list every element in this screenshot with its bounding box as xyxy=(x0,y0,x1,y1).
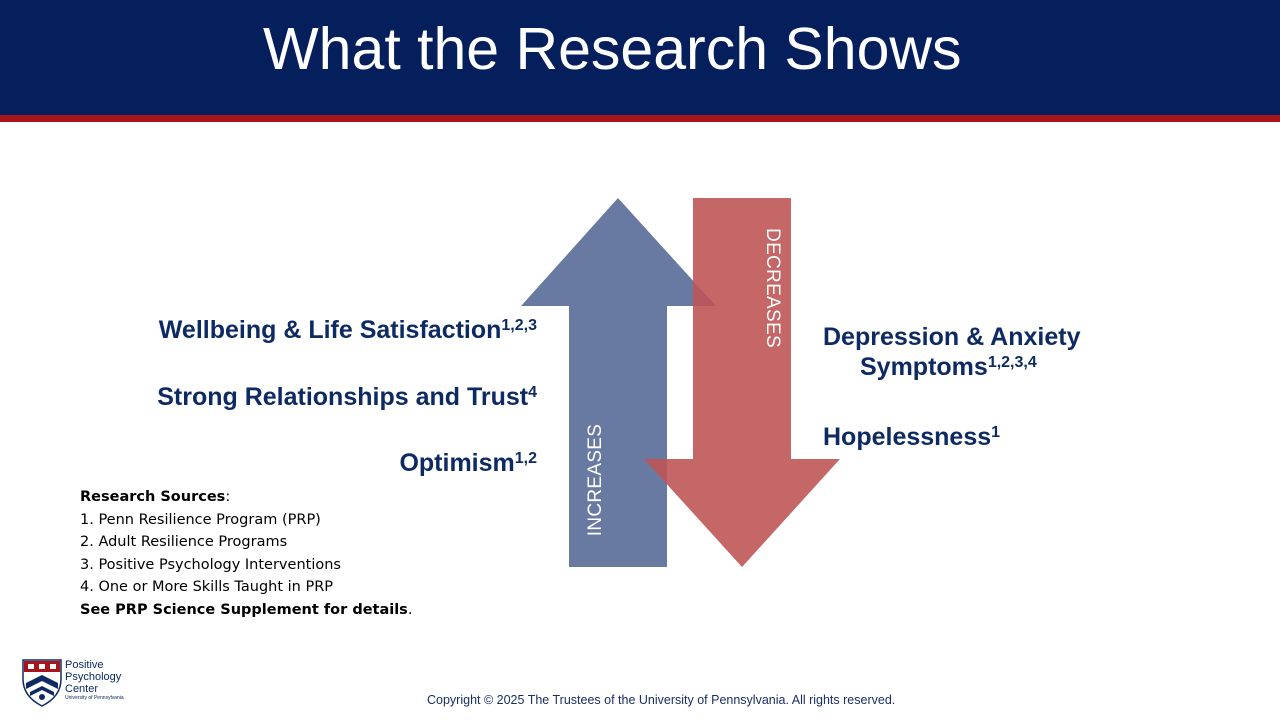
increase-item-optimism: Optimism1,2 xyxy=(399,449,537,477)
sources-heading: Research Sources xyxy=(80,489,226,505)
slide-title: What the Research Shows xyxy=(263,16,962,82)
research-sources: Research Sources: 1. Penn Resilience Pro… xyxy=(80,489,413,618)
sources-note: See PRP Science Supplement for details xyxy=(80,601,408,618)
source-item: 1. Penn Resilience Program (PRP) xyxy=(80,511,321,528)
increase-item-wellbeing: Wellbeing & Life Satisfaction1,2,3 xyxy=(158,316,537,344)
increases-label: INCREASES xyxy=(585,423,606,537)
decreases-arrow xyxy=(644,198,840,567)
decrease-item-depression: Depression & Anxiety Symptoms1,2,3,4 xyxy=(823,323,1081,381)
increases-arrow xyxy=(521,198,716,567)
source-item: 2. Adult Resilience Programs xyxy=(80,534,288,550)
decreases-label: DECREASES xyxy=(762,228,783,348)
source-item: 3. Positive Psychology Interventions xyxy=(80,556,341,573)
increase-item-relationships: Strong Relationships and Trust4 xyxy=(157,383,537,411)
logo-line: Psychology xyxy=(65,671,122,683)
logo-line: Center xyxy=(65,683,99,695)
header-stripe xyxy=(0,115,1280,122)
header-bar xyxy=(0,0,1280,115)
copyright-notice: Copyright © 2025 The Trustees of the Uni… xyxy=(427,693,896,707)
source-item: 4. One or More Skills Taught in PRP xyxy=(80,579,334,595)
positive-psychology-center-logo: Positive Psychology Center University of… xyxy=(22,659,142,707)
penn-shield-icon xyxy=(22,659,62,707)
decrease-item-hopelessness: Hopelessness1 xyxy=(823,423,1001,451)
logo-subtitle: University of Pennsylvania xyxy=(65,695,124,701)
logo-line: Positive xyxy=(65,659,104,671)
